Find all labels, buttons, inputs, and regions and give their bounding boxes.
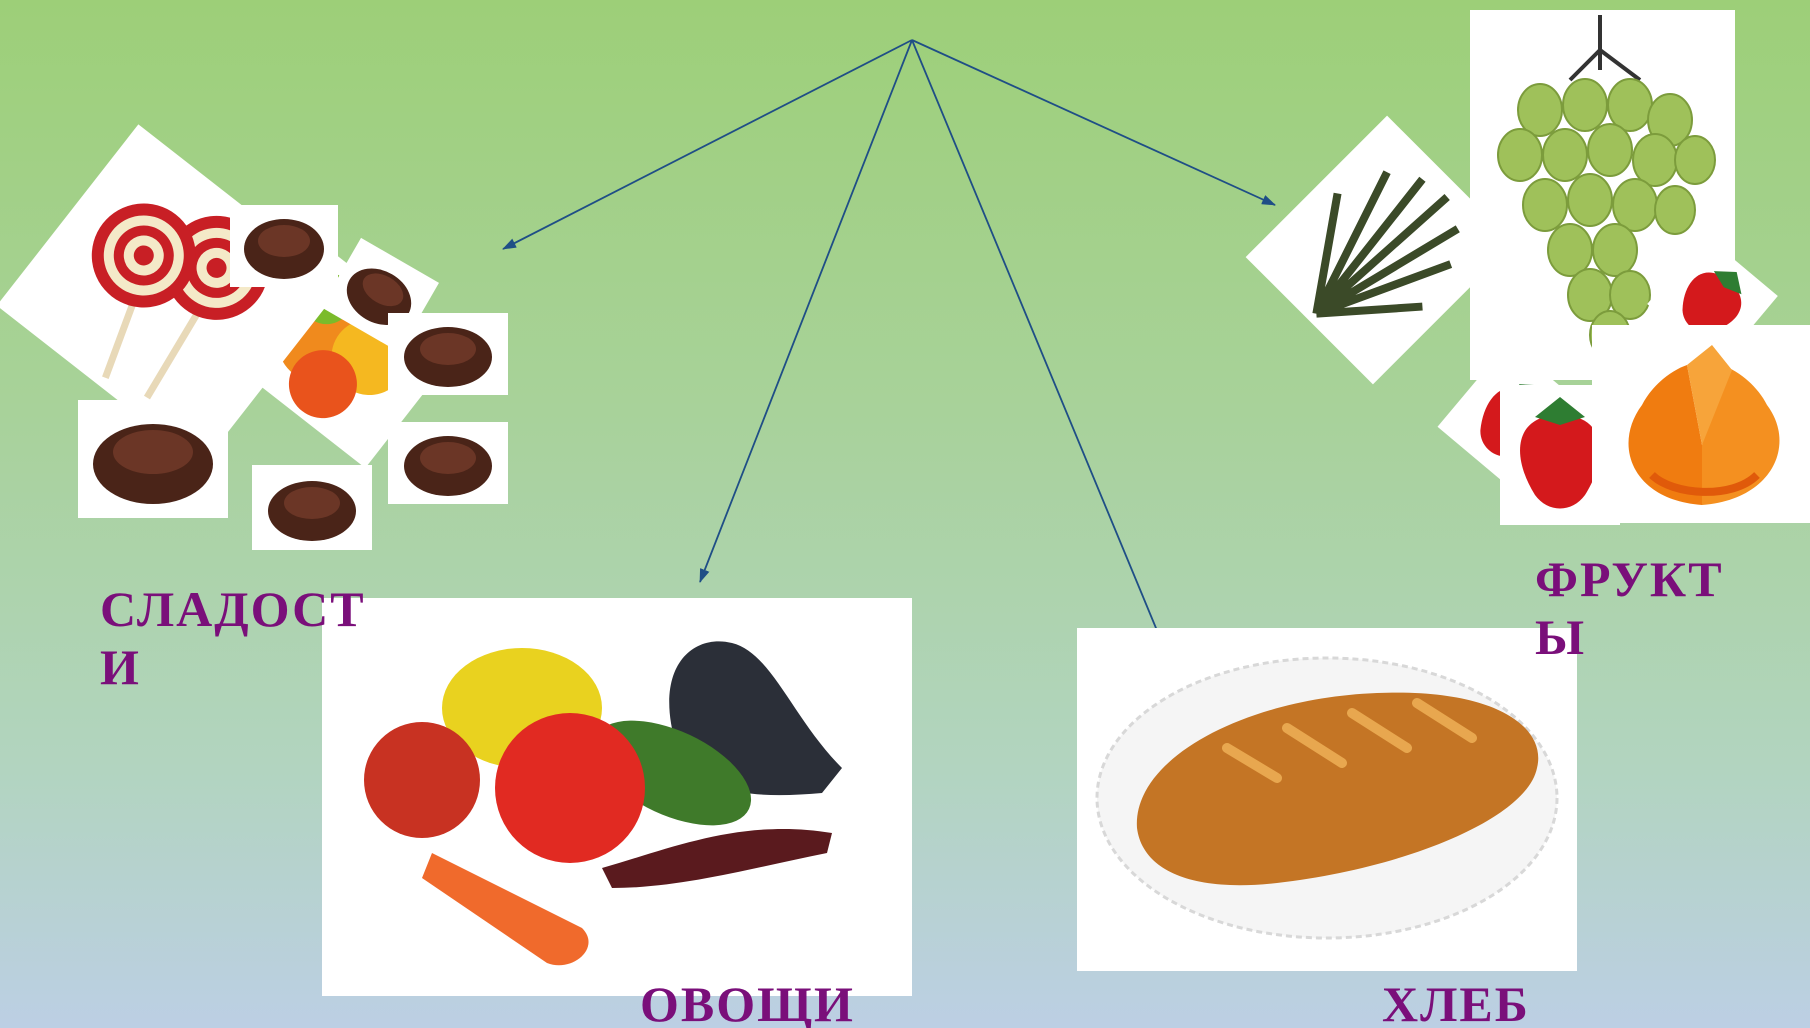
- arrow-to-fruits: [912, 40, 1275, 205]
- label-bread: ХЛЕБ: [1382, 975, 1530, 1028]
- chocolate-candy-6: [78, 400, 228, 518]
- arrow-to-sweets: [503, 40, 912, 249]
- chocolate-candy-1: [230, 205, 338, 287]
- chocolate-candy-4: [388, 422, 508, 504]
- chocolate-candy-5: [252, 465, 372, 550]
- chocolate-candy-3: [388, 313, 508, 395]
- fruits-collage: [1280, 0, 1810, 540]
- label-vegetables: ОВОЩИ: [640, 975, 855, 1028]
- label-sweets: СЛАДОСТИ: [100, 580, 375, 696]
- arrow-to-vegetables: [700, 40, 912, 582]
- label-fruits: ФРУКТЫ: [1535, 550, 1750, 665]
- bread-photo: [1077, 628, 1577, 971]
- orange-image: [1592, 325, 1810, 523]
- sweets-collage: [0, 160, 520, 550]
- vegetables-photo: [322, 598, 912, 996]
- arrow-to-bread: [912, 40, 1168, 657]
